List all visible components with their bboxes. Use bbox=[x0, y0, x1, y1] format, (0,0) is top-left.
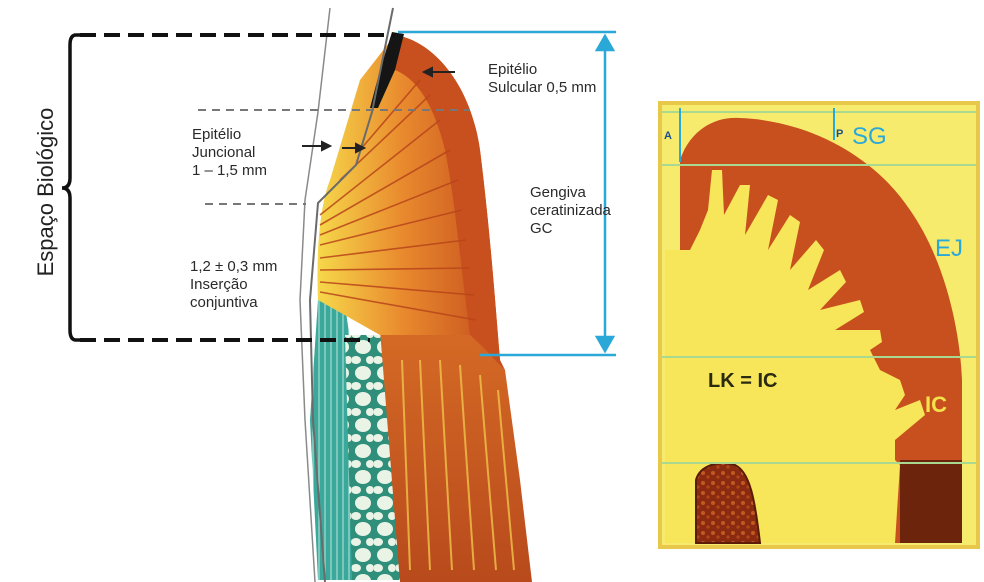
keratinized-gingiva-label: Gengiva ceratinizada GC bbox=[530, 184, 611, 238]
gingiva-label-line2: ceratinizada bbox=[530, 202, 611, 220]
connective-label-line2: Inserção bbox=[190, 276, 277, 294]
lk-ic-label: LK = IC bbox=[708, 370, 777, 393]
right-section bbox=[660, 103, 978, 547]
sulcular-label-line1: Epitélio bbox=[488, 61, 596, 79]
ic-label: IC bbox=[925, 392, 947, 418]
marker-a-label: A bbox=[664, 130, 672, 142]
sg-label: SG bbox=[852, 124, 887, 150]
connective-attachment-label: 1,2 ± 0,3 mm Inserção conjuntiva bbox=[190, 258, 277, 312]
right-dark-tissue bbox=[900, 460, 962, 543]
biologic-width-label: Espaço Biológico bbox=[33, 108, 59, 277]
junctional-epithelium-label: Epitélio Juncional 1 – 1,5 mm bbox=[192, 126, 267, 180]
gingiva-label-line1: Gengiva bbox=[530, 184, 611, 202]
connective-label-line1: 1,2 ± 0,3 mm bbox=[190, 258, 277, 276]
ej-label: EJ bbox=[935, 236, 963, 262]
biologic-width-bracket bbox=[62, 35, 86, 340]
marker-p-label: P bbox=[836, 128, 843, 140]
sulcular-label-line2: Sulcular 0,5 mm bbox=[488, 79, 596, 97]
junctional-label-line2: Juncional bbox=[192, 144, 267, 162]
gingiva-label-line3: GC bbox=[530, 220, 611, 238]
connective-label-line3: conjuntiva bbox=[190, 294, 277, 312]
sulcular-epithelium-label: Epitélio Sulcular 0,5 mm bbox=[488, 61, 596, 97]
junctional-label-line3: 1 – 1,5 mm bbox=[192, 162, 267, 180]
junctional-label-line1: Epitélio bbox=[192, 126, 267, 144]
